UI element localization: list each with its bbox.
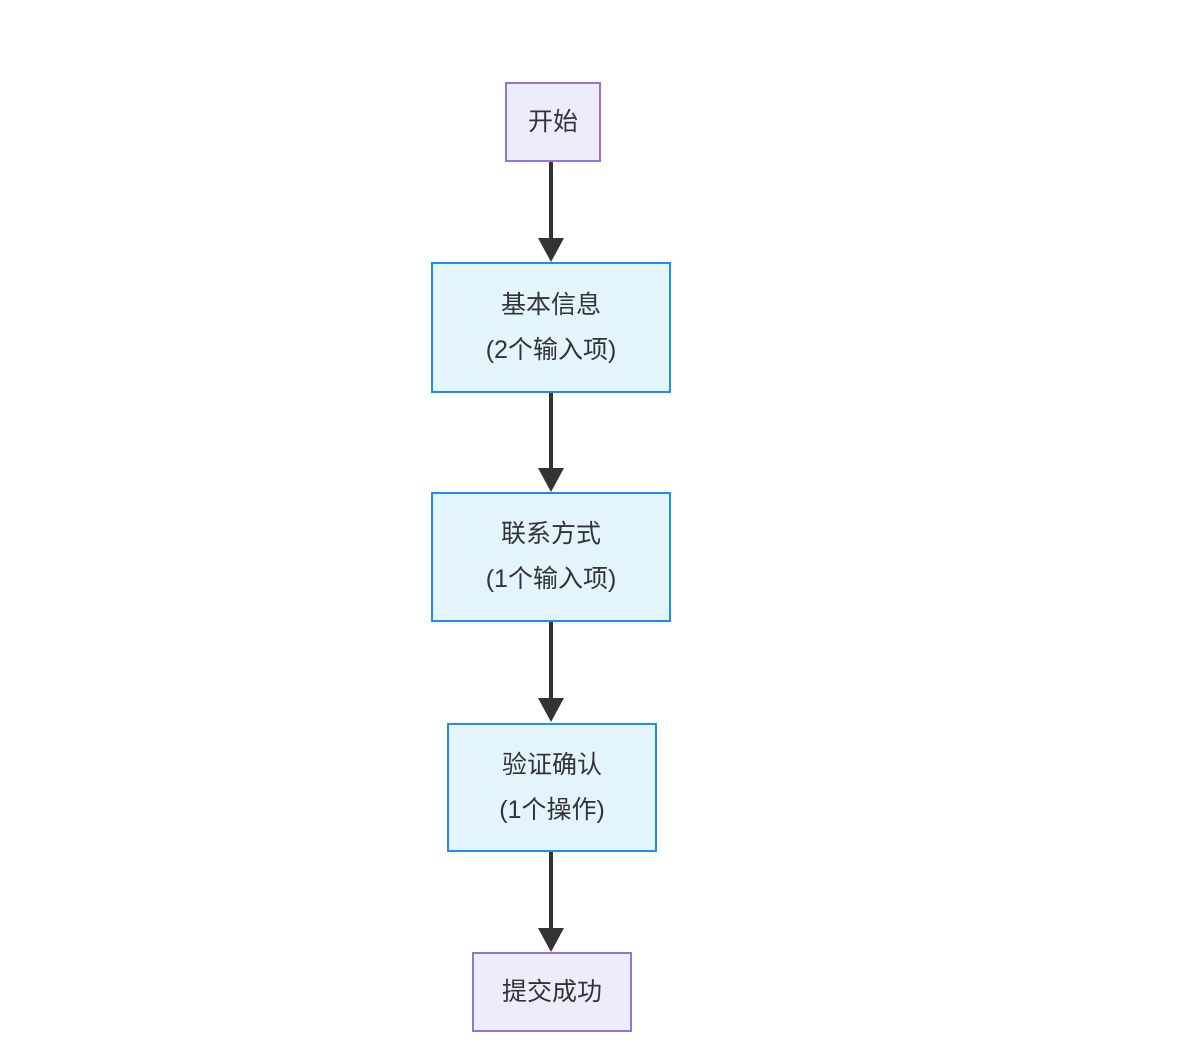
arrow-line (549, 162, 553, 238)
arrow-contact-to-verify (538, 622, 564, 722)
arrow-line (549, 622, 553, 698)
arrow-head-icon (538, 698, 564, 722)
node-basic-info: 基本信息 (2个输入项) (431, 262, 671, 393)
node-verify: 验证确认 (1个操作) (447, 723, 657, 852)
arrow-basic-info-to-contact (538, 393, 564, 492)
node-contact-label: 联系方式 (500, 520, 601, 548)
node-start-label: 开始 (527, 107, 578, 136)
node-success-label: 提交成功 (501, 977, 602, 1006)
arrow-line (549, 393, 553, 468)
node-start: 开始 (505, 82, 601, 162)
arrow-head-icon (538, 468, 564, 492)
node-contact: 联系方式 (1个输入项) (431, 492, 671, 622)
node-verify-label: 验证确认 (501, 750, 602, 779)
node-success: 提交成功 (472, 952, 632, 1032)
node-basic-info-label: 基本信息 (500, 290, 601, 319)
arrow-line (549, 852, 553, 928)
node-contact-sublabel: (1个输入项) (485, 565, 617, 593)
arrow-verify-to-success (538, 852, 564, 952)
arrow-head-icon (538, 238, 564, 262)
arrow-head-icon (538, 928, 564, 952)
arrow-start-to-basic-info (538, 162, 564, 262)
node-verify-sublabel: (1个操作) (499, 795, 605, 824)
node-basic-info-sublabel: (2个输入项) (485, 335, 617, 364)
